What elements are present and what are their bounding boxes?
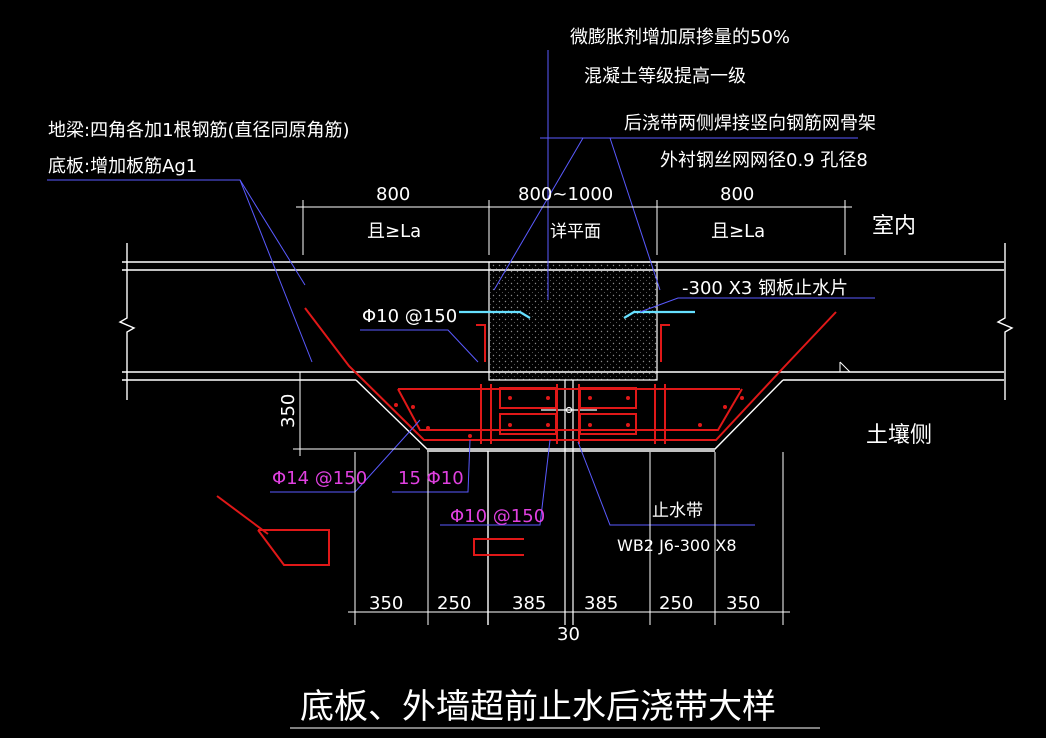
label-rebar-d14: Φ14 @150 [272, 468, 367, 489]
dim-center-gap: 30 [557, 624, 580, 645]
label-waterstop: 止水带 [652, 501, 703, 521]
label-steel-plate: -300 X3 钢板止水片 [682, 278, 848, 299]
dim-bottom-5: 350 [726, 593, 760, 614]
center-joint [541, 380, 597, 625]
dim-middle-width: 800~1000 [518, 184, 613, 205]
drawing-title: 底板、外墙超前止水后浇带大样 [300, 687, 776, 727]
label-rebar-15d10: 15 Φ10 [398, 468, 464, 489]
dim-bottom-3: 385 [584, 593, 618, 614]
label-indoor: 室内 [872, 214, 916, 239]
note-concrete-grade: 混凝土等级提高一级 [584, 66, 746, 87]
dim-bottom-1: 250 [437, 593, 471, 614]
dim-right-sub: 且≥La [711, 221, 765, 242]
note-base-slab: 底板:增加板筋Ag1 [48, 156, 197, 177]
note-ground-beam: 地梁:四角各加1根钢筋(直径同原角筋) [48, 120, 350, 141]
dim-bottom-2: 385 [512, 593, 546, 614]
post-pour-strip [488, 261, 658, 381]
rebar-cage [216, 307, 837, 566]
label-soil-side: 土壤侧 [866, 423, 932, 448]
label-rebar-d10-lower: Φ10 @150 [450, 506, 545, 527]
steel-plate-waterstop [459, 310, 695, 319]
rebar-dots [394, 396, 744, 438]
note-rebar-frame: 后浇带两侧焊接竖向钢筋网骨架 [624, 113, 876, 134]
note-steel-mesh: 外衬钢丝网网径0.9 孔径8 [660, 150, 868, 171]
dim-depth: 350 [278, 394, 299, 428]
label-waterstop-spec: WB2 J6-300 X8 [617, 536, 737, 555]
dim-left-width: 800 [376, 184, 410, 205]
note-expansion-agent: 微膨胀剂增加原掺量的50% [570, 27, 790, 48]
dim-bottom-0: 350 [369, 593, 403, 614]
dimension-lines [290, 200, 852, 729]
leader-lines [47, 50, 875, 526]
dim-bottom-4: 250 [659, 593, 693, 614]
dim-middle-sub: 详平面 [550, 222, 601, 242]
dim-left-sub: 且≥La [367, 221, 421, 242]
label-rebar-d10-upper: Φ10 @150 [362, 306, 457, 327]
dim-right-width: 800 [720, 184, 754, 205]
